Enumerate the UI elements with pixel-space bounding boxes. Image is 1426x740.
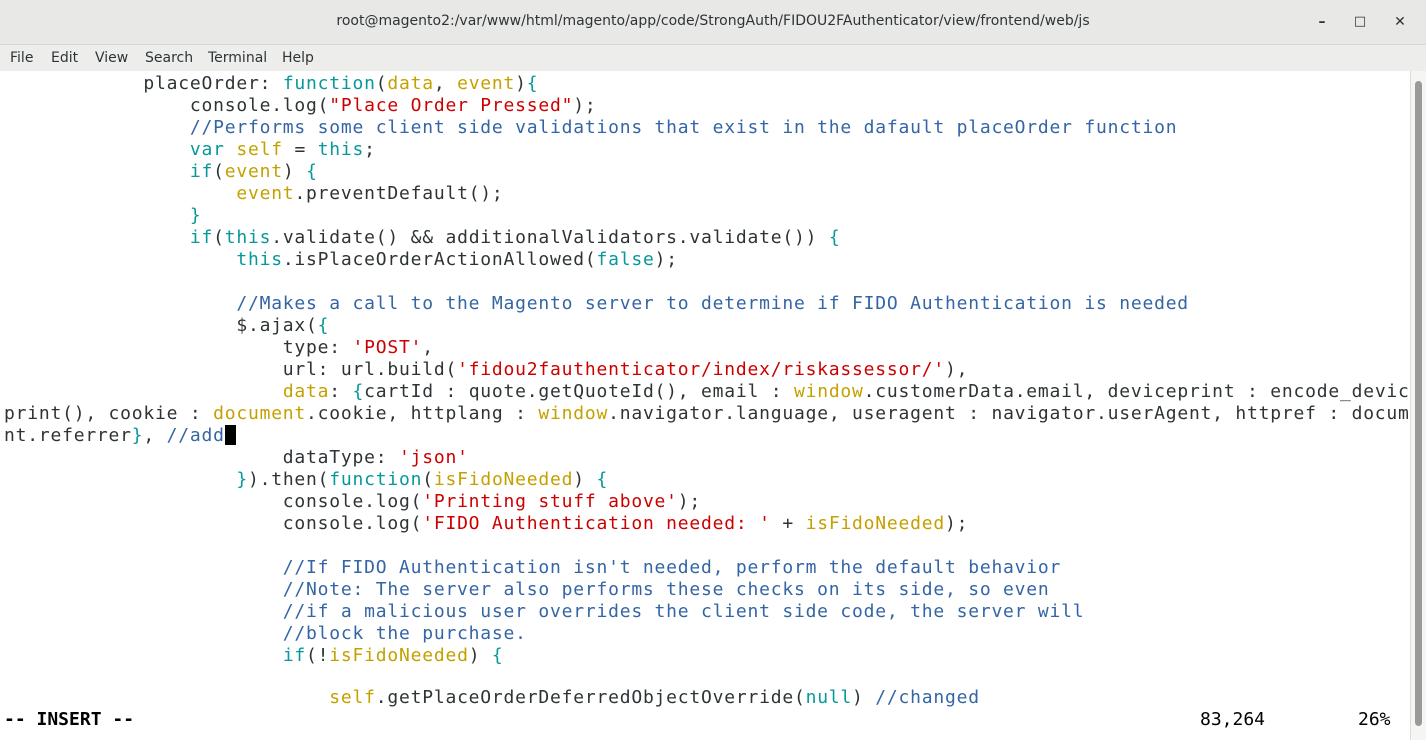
code-comment: //If FIDO Authentication isn't needed, p… [4, 557, 1061, 579]
code-line: dataType: 'json' [4, 447, 469, 469]
code-text: //if a malicious user overrides the clie… [4, 601, 1085, 622]
code-text: nt.referrer}, //add [4, 425, 225, 446]
menu-terminal[interactable]: Terminal [208, 50, 268, 66]
code-text: } [189, 205, 202, 226]
code-text: self.getPlaceOrderDeferredObjectOverride… [329, 687, 980, 708]
code-text: //Note: The server also performs these c… [4, 579, 1050, 600]
code-line: if(this.validate() && additionalValidato… [4, 227, 840, 249]
code-comment: //Makes a call to the Magento server to … [4, 293, 1189, 315]
code-text: //Performs some client side validations … [4, 117, 1178, 138]
code-text: if(!isFidoNeeded) { [282, 645, 504, 666]
scroll-percent: 26% [1358, 709, 1391, 730]
cursor-position: 83,264 [1200, 709, 1266, 730]
code-text: data: {cartId : quote.getQuoteId(), emai… [282, 381, 1422, 402]
code-line: console.log('Printing stuff above'); [4, 491, 701, 513]
code-text: var self = this; [189, 139, 376, 160]
vertical-scrollbar[interactable] [1410, 71, 1426, 740]
code-line: data: {cartId : quote.getQuoteId(), emai… [4, 381, 1421, 403]
code-line: if(!isFidoNeeded) { [4, 645, 504, 667]
code-line: if(event) { [4, 161, 318, 183]
code-comment: //Note: The server also performs these c… [4, 579, 1050, 601]
code-line: self.getPlaceOrderDeferredObjectOverride… [4, 687, 980, 709]
code-text: event.preventDefault(); [236, 183, 504, 204]
code-text: this.isPlaceOrderActionAllowed(false); [236, 249, 678, 270]
code-line: var self = this; [4, 139, 376, 161]
menu-help[interactable]: Help [282, 50, 314, 66]
code-text: type: 'POST', [4, 337, 434, 358]
code-line: placeOrder: function(data, event){ [4, 73, 538, 95]
scrollbar-thumb[interactable] [1415, 81, 1422, 726]
code-text: console.log("Place Order Pressed"); [4, 95, 597, 116]
menu-view[interactable]: View [95, 50, 129, 66]
code-text: dataType: 'json' [4, 447, 469, 468]
mode-indicator: -- INSERT -- [4, 709, 135, 730]
text-cursor [224, 425, 236, 445]
code-line-current: nt.referrer}, //add [4, 425, 236, 447]
code-text: url: url.build('fidou2fauthenticator/ind… [4, 359, 969, 380]
code-text: placeOrder: function(data, event){ [4, 73, 539, 94]
code-line: url: url.build('fidou2fauthenticator/ind… [4, 359, 968, 381]
menu-edit[interactable]: Edit [51, 50, 79, 66]
code-comment: //block the purchase. [4, 623, 527, 645]
code-line: console.log('FIDO Authentication needed:… [4, 513, 968, 535]
menu-file[interactable]: File [10, 50, 34, 66]
code-text: //block the purchase. [4, 623, 527, 644]
code-comment: //if a malicious user overrides the clie… [4, 601, 1084, 623]
terminal-editor[interactable]: placeOrder: function(data, event){ conso… [0, 71, 1421, 740]
code-text: //If FIDO Authentication isn't needed, p… [4, 557, 1062, 578]
code-line: this.isPlaceOrderActionAllowed(false); [4, 249, 678, 271]
code-text: }).then(function(isFidoNeeded) { [236, 469, 609, 490]
code-text: //Makes a call to the Magento server to … [4, 293, 1189, 314]
code-line: } [4, 205, 202, 227]
title-bar[interactable]: root@magento2:/var/www/html/magento/app/… [0, 0, 1426, 45]
minimize-button[interactable]: – [1318, 14, 1326, 30]
menu-search[interactable]: Search [145, 50, 194, 66]
code-line: print(), cookie : document.cookie, httpl… [4, 403, 1421, 425]
vim-status-line: -- INSERT -- 83,264 26% [4, 709, 1404, 731]
code-line: type: 'POST', [4, 337, 434, 359]
code-text: console.log('FIDO Authentication needed:… [4, 513, 969, 534]
window-title: root@magento2:/var/www/html/magento/app/… [336, 13, 1090, 29]
code-text: if(event) { [189, 161, 318, 182]
menu-bar: File Edit View Search Terminal Help [0, 45, 1426, 71]
code-text: print(), cookie : document.cookie, httpl… [4, 403, 1422, 424]
code-text: console.log('Printing stuff above'); [4, 491, 702, 512]
code-text: if(this.validate() && additionalValidato… [189, 227, 841, 248]
maximize-button[interactable]: □ [1353, 14, 1367, 29]
code-text: $.ajax({ [4, 315, 330, 336]
code-line: event.preventDefault(); [4, 183, 504, 205]
code-line: }).then(function(isFidoNeeded) { [4, 469, 608, 491]
code-line: $.ajax({ [4, 315, 329, 337]
code-comment: //Performs some client side validations … [4, 117, 1177, 139]
code-line: console.log("Place Order Pressed"); [4, 95, 596, 117]
close-button[interactable]: ✕ [1394, 14, 1406, 30]
